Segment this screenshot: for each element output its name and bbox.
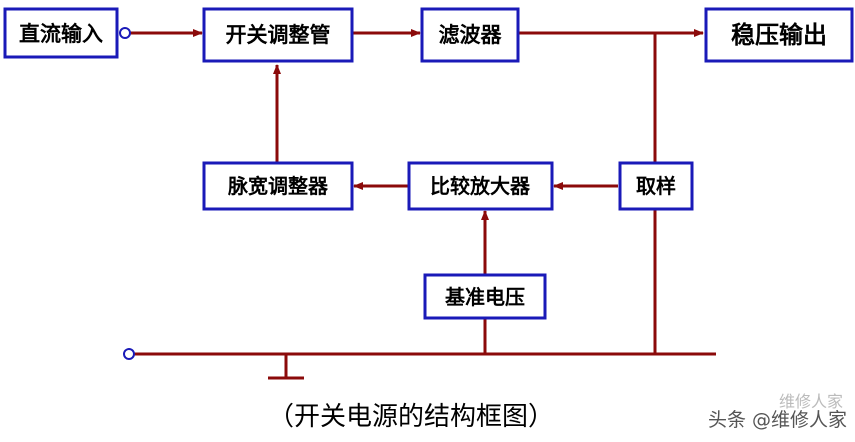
watermark: 头条 @维修人家 [707,409,847,431]
box-reference-voltage [423,273,547,320]
diagram-caption: （开关电源的结构框图） [268,402,555,432]
label-pwm: 脉宽调整器 [227,174,329,198]
label-switch-tube: 开关调整管 [226,23,331,47]
box-regulated-output [704,7,854,63]
watermark-faint: 维修人家 [778,392,843,411]
input-terminal [119,27,131,39]
box-dc-input [3,7,119,59]
label-filter: 滤波器 [439,23,503,47]
box-filter [420,7,520,63]
label-reference-voltage: 基准电压 [445,285,525,309]
box-sampling [618,161,694,211]
ground-terminal [123,348,135,360]
box-comparator-amp [407,161,554,211]
box-pwm [202,161,354,211]
box-switch-tube [202,7,354,63]
label-comparator-amp: 比较放大器 [430,174,531,198]
label-regulated-output: 稳压输出 [731,21,827,49]
label-dc-input: 直流输入 [19,22,103,46]
label-sampling: 取样 [636,174,676,198]
